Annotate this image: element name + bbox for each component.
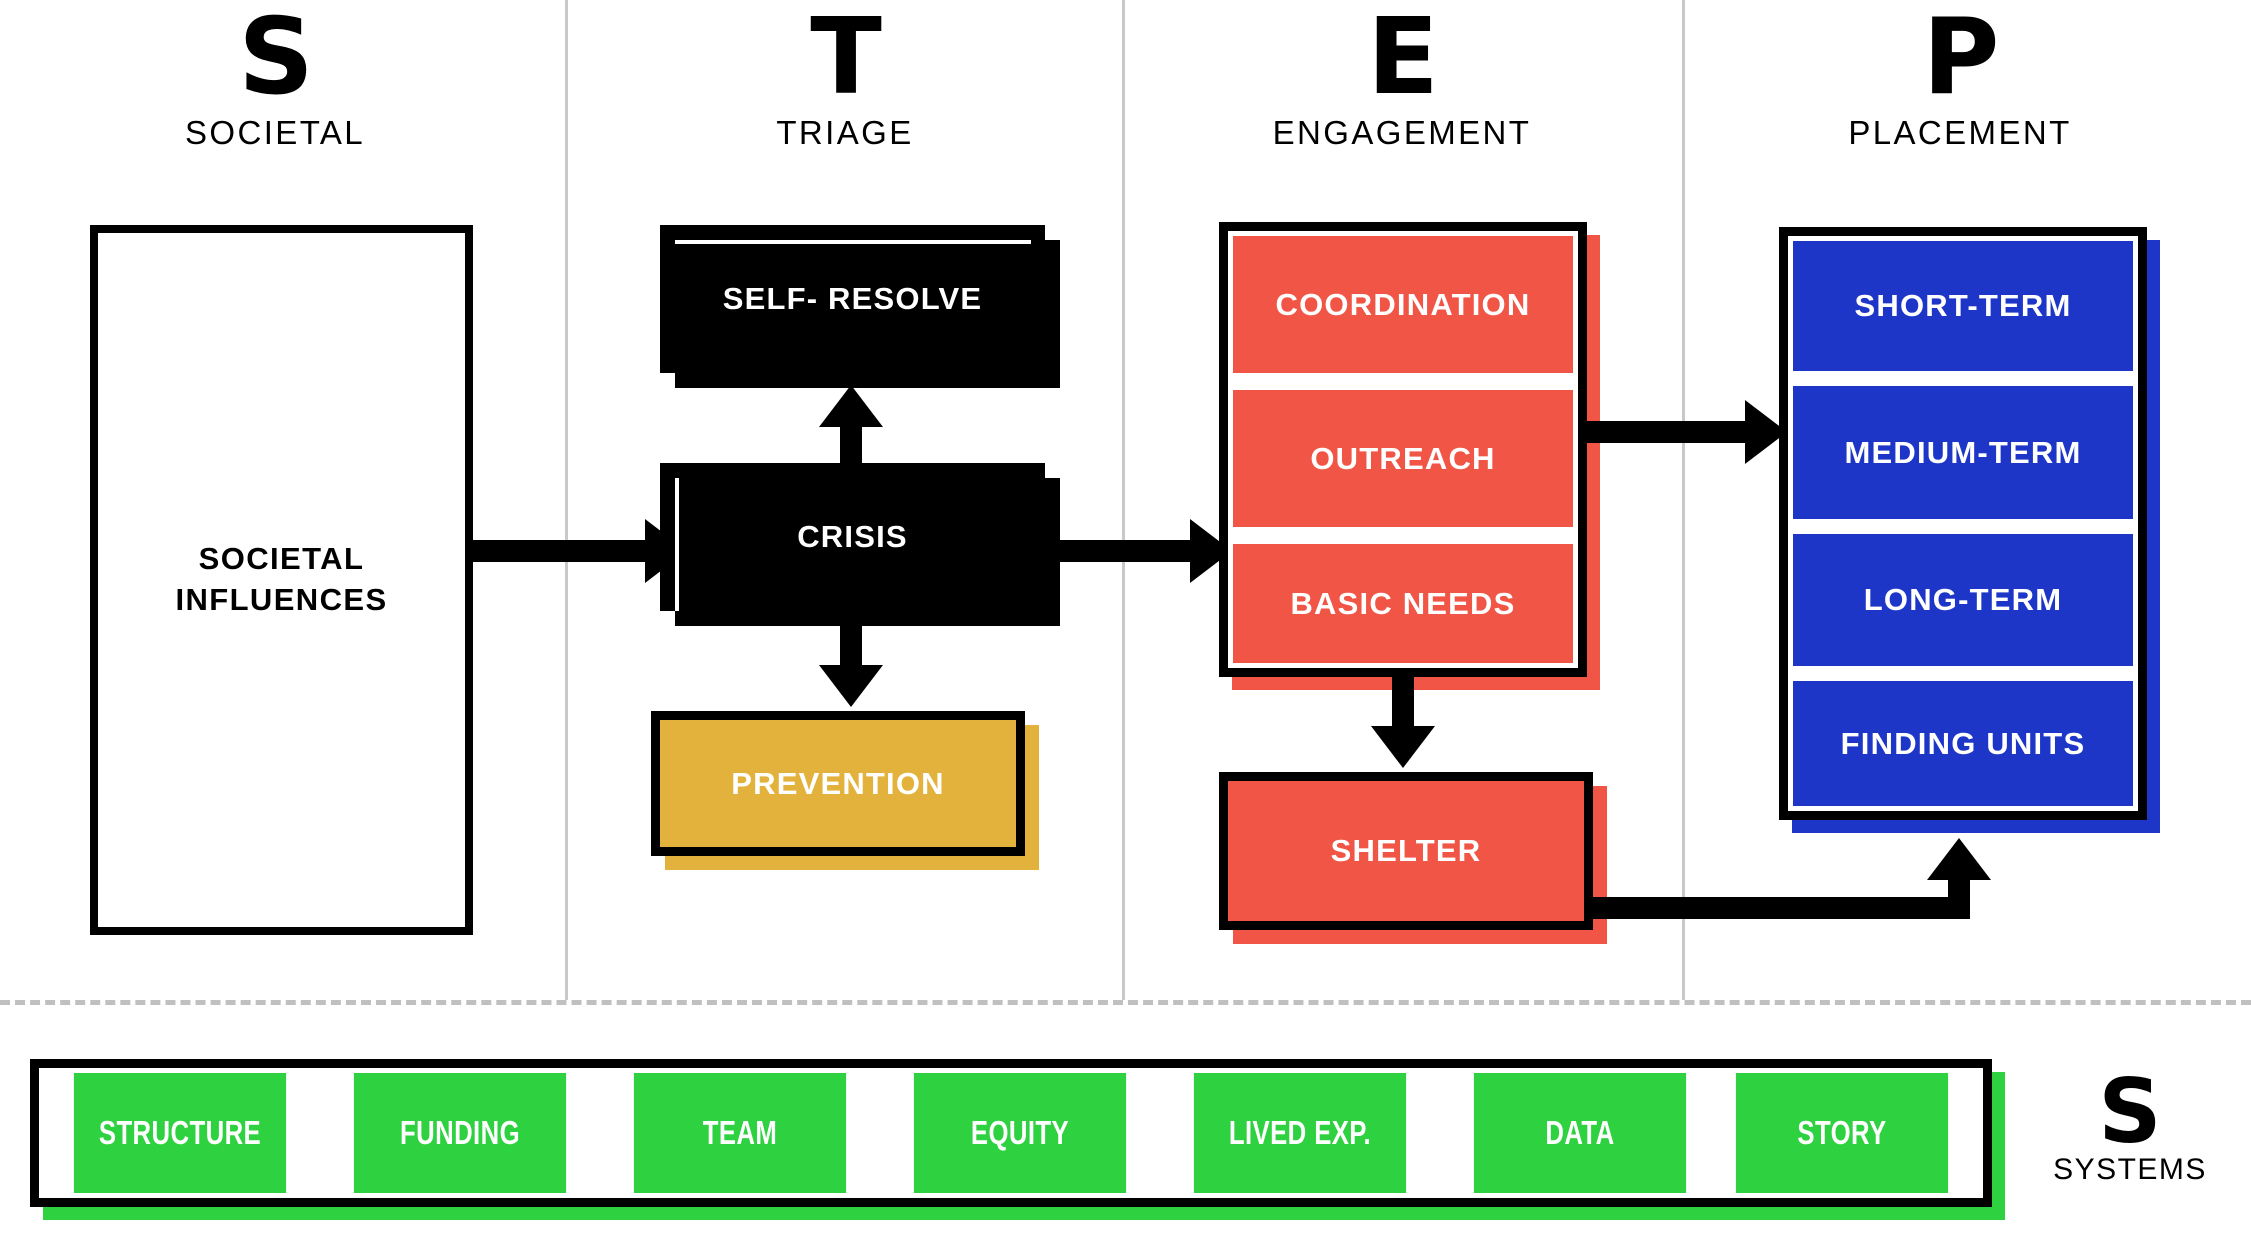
systems-cell-label: TEAM bbox=[702, 1114, 778, 1151]
phase-letter-e: E bbox=[1367, 0, 1439, 118]
shelter-label: SHELTER bbox=[1330, 833, 1482, 868]
long-term-box[interactable]: LONG-TERM bbox=[1793, 534, 2133, 666]
arrow-engagement-to-placement-shaft bbox=[1587, 421, 1752, 443]
arrow-shelter-to-finding-units-horizontal bbox=[1593, 897, 1970, 919]
systems-cell-label: STORY bbox=[1797, 1114, 1887, 1151]
long-term-label: LONG-TERM bbox=[1863, 582, 2063, 617]
systems-cell-label: STRUCTURE bbox=[98, 1114, 262, 1151]
systems-divider bbox=[0, 1000, 2251, 1005]
phase-label-placement: PLACEMENT bbox=[1848, 113, 2072, 151]
phase-label-engagement: ENGAGEMENT bbox=[1272, 113, 1532, 151]
self-resolve-inner-line bbox=[675, 240, 1031, 244]
systems-cell-label: LIVED EXP. bbox=[1228, 1114, 1372, 1151]
arrow-engagement-to-shelter-shaft bbox=[1392, 677, 1414, 732]
basic-needs-label: BASIC NEEDS bbox=[1290, 585, 1516, 621]
self-resolve-label: SELF- RESOLVE bbox=[722, 281, 983, 316]
phase-label-triage: TRIAGE bbox=[776, 113, 914, 151]
outreach-label: OUTREACH bbox=[1310, 440, 1496, 476]
shelter-fill: SHELTER bbox=[1228, 781, 1584, 921]
self-resolve-box[interactable]: SELF- RESOLVE bbox=[660, 225, 1045, 373]
phase-letter-t: T bbox=[810, 0, 882, 118]
column-separator-1 bbox=[565, 0, 568, 1000]
arrow-crisis-to-prevention-shaft bbox=[840, 611, 862, 671]
systems-cell-team[interactable]: TEAM bbox=[633, 1073, 847, 1193]
column-separator-2 bbox=[1122, 0, 1125, 1000]
medium-term-label: MEDIUM-TERM bbox=[1844, 434, 2082, 470]
crisis-inner-line bbox=[675, 478, 679, 611]
short-term-label: SHORT-TERM bbox=[1854, 288, 2072, 323]
systems-logo-word: SYSTEMS bbox=[2053, 1153, 2207, 1187]
coordination-box[interactable]: COORDINATION bbox=[1233, 236, 1573, 373]
systems-cell-label: FUNDING bbox=[400, 1114, 520, 1151]
phase-letter-p: P bbox=[1922, 0, 2000, 118]
crisis-label: CRISIS bbox=[797, 519, 908, 554]
phase-header-engagement: E ENGAGEMENT bbox=[1172, 0, 1632, 152]
phase-letter-s: S bbox=[238, 0, 314, 118]
arrow-engagement-to-shelter-head bbox=[1371, 726, 1435, 768]
phase-header-societal: S SOCIETAL bbox=[45, 0, 505, 152]
systems-cell-structure[interactable]: STRUCTURE bbox=[73, 1073, 287, 1193]
coordination-label: COORDINATION bbox=[1275, 286, 1531, 322]
societal-influences-box[interactable]: SOCIETAL INFLUENCES bbox=[90, 225, 473, 935]
medium-term-box[interactable]: MEDIUM-TERM bbox=[1793, 386, 2133, 519]
crisis-box[interactable]: CRISIS bbox=[660, 463, 1045, 611]
basic-needs-box[interactable]: BASIC NEEDS bbox=[1233, 544, 1573, 663]
arrow-crisis-to-prevention-head bbox=[819, 665, 883, 707]
systems-cell-equity[interactable]: EQUITY bbox=[913, 1073, 1127, 1193]
systems-cell-funding[interactable]: FUNDING bbox=[353, 1073, 567, 1193]
finding-units-label: FINDING UNITS bbox=[1840, 725, 2086, 761]
phase-header-triage: T TRIAGE bbox=[615, 0, 1075, 152]
systems-cell-lived-exp[interactable]: LIVED EXP. bbox=[1193, 1073, 1407, 1193]
arrow-crisis-to-engagement-shaft bbox=[1045, 540, 1200, 562]
prevention-fill: PREVENTION bbox=[660, 720, 1016, 847]
societal-influences-label: SOCIETAL INFLUENCES bbox=[175, 541, 388, 617]
short-term-box[interactable]: SHORT-TERM bbox=[1793, 241, 2133, 371]
arrow-societal-to-crisis-shaft bbox=[473, 540, 653, 562]
arrow-crisis-to-self-resolve-head bbox=[819, 385, 883, 427]
phase-header-placement: P PLACEMENT bbox=[1730, 0, 2190, 152]
prevention-label: PREVENTION bbox=[731, 765, 945, 801]
column-separator-3 bbox=[1682, 0, 1685, 1000]
systems-logo: S SYSTEMS bbox=[2020, 1060, 2240, 1187]
systems-cell-story[interactable]: STORY bbox=[1735, 1073, 1949, 1193]
outreach-box[interactable]: OUTREACH bbox=[1233, 390, 1573, 527]
phase-label-societal: SOCIETAL bbox=[185, 113, 365, 151]
arrow-shelter-to-finding-units-head bbox=[1927, 838, 1991, 880]
prevention-frame[interactable]: PREVENTION bbox=[651, 711, 1025, 856]
systems-cell-label: EQUITY bbox=[970, 1114, 1070, 1151]
systems-cell-data[interactable]: DATA bbox=[1473, 1073, 1687, 1193]
systems-cell-label: DATA bbox=[1545, 1114, 1615, 1151]
finding-units-box[interactable]: FINDING UNITS bbox=[1793, 681, 2133, 806]
shelter-frame[interactable]: SHELTER bbox=[1219, 772, 1593, 930]
systems-logo-letter: S bbox=[2098, 1060, 2162, 1163]
